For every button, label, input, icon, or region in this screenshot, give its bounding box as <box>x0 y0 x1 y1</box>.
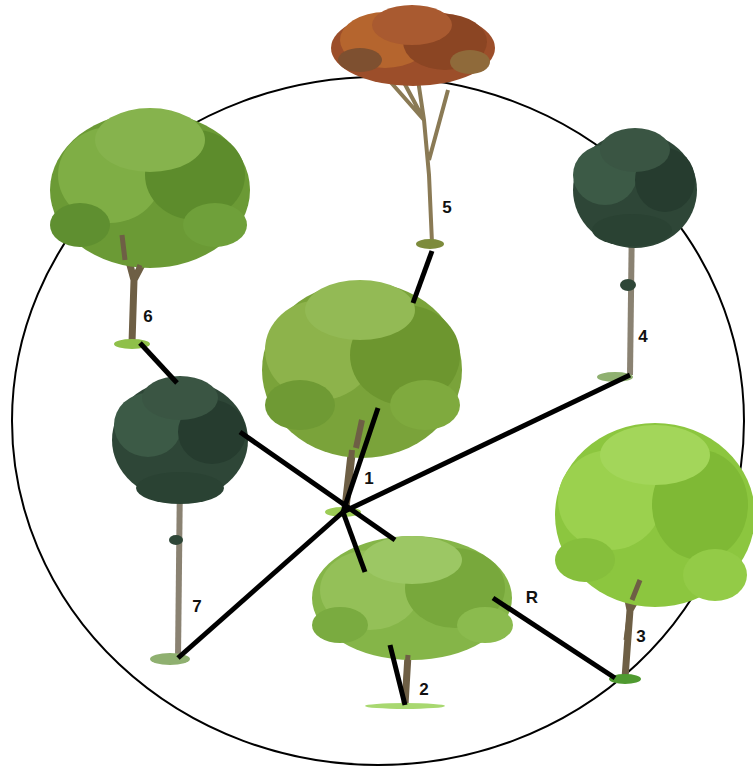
tree-6 <box>50 108 250 349</box>
tree-3 <box>555 423 753 684</box>
tree-4 <box>573 128 697 382</box>
distance-line <box>140 251 630 705</box>
callout-number: R <box>525 588 539 607</box>
callout-number: 6 <box>142 307 153 326</box>
tree-5 <box>331 5 495 249</box>
callout-number: 4 <box>637 327 648 346</box>
callout-number: 5 <box>441 198 452 217</box>
callout-number: 1 <box>363 469 374 488</box>
plot-circle <box>12 77 744 765</box>
tree-7 <box>112 376 248 665</box>
callout-number: 7 <box>191 597 202 616</box>
callout-number: 2 <box>418 680 429 699</box>
tree-2 <box>312 536 513 709</box>
callout-number: 3 <box>635 627 646 646</box>
tree-1 <box>262 280 462 517</box>
